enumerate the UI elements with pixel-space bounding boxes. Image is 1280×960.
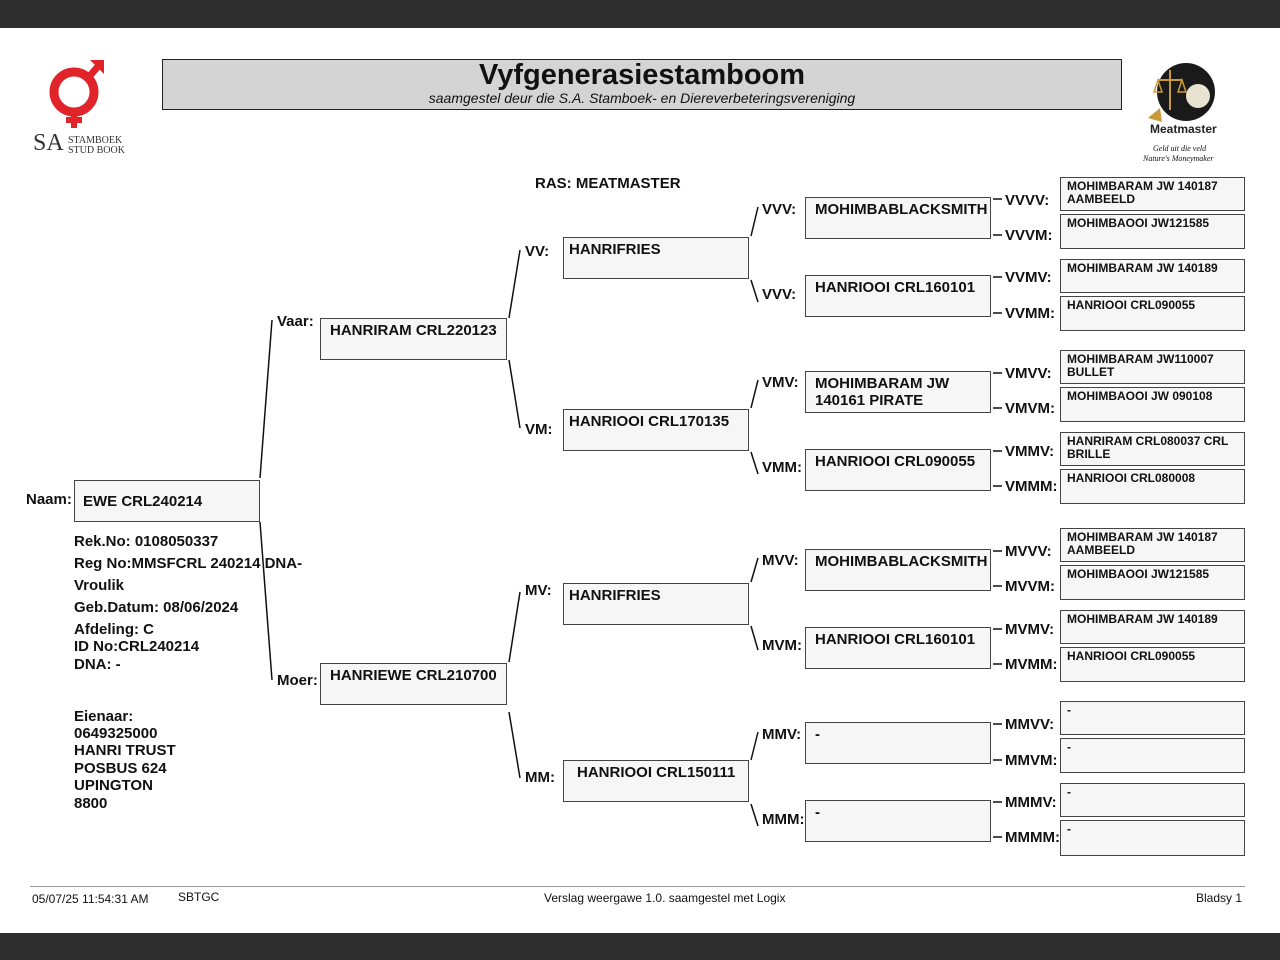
vmv-box: MOHIMBARAM JW 140161 PIRATE [805, 371, 991, 413]
mmmm-box: - [1060, 820, 1245, 856]
owner-address-2: UPINGTON [74, 777, 153, 794]
rek-no: Rek.No: 0108050337 [74, 533, 219, 550]
mvm-label: MVM: [762, 637, 802, 654]
afdeling: Afdeling: C [74, 621, 154, 638]
mvm-box: HANRIOOI CRL160101 [805, 627, 991, 669]
vvvm-label: VVVM: [1005, 227, 1053, 244]
footer-version: Verslag weergawe 1.0. saamgestel met Log… [544, 891, 786, 905]
mvvm-box: MOHIMBAOOI JW121585 [1060, 565, 1245, 600]
dna: DNA: - [74, 656, 121, 673]
sa-studbook-logo [32, 56, 132, 156]
owner-label: Eienaar: [74, 708, 134, 725]
vvv-label: VVV: [762, 201, 797, 218]
mmvm-label: MMVM: [1005, 752, 1058, 769]
birth-date: Geb.Datum: 08/06/2024 [74, 599, 239, 616]
sex: Vroulik [74, 577, 125, 594]
vmm-label: VMM: [762, 459, 802, 476]
vmv-label: VMV: [762, 374, 799, 391]
mv-label: MV: [525, 582, 552, 599]
mmmv-label: MMMV: [1005, 794, 1057, 811]
subject-animal-box: EWE CRL240214 [74, 480, 260, 522]
mmm-box: - [805, 800, 991, 842]
breed-label: RAS: MEATMASTER [535, 175, 681, 192]
vvvv-box: MOHIMBARAM JW 140187 AAMBEELD [1060, 177, 1245, 211]
meatmaster-brand: Meatmaster [1150, 122, 1217, 136]
vmmm-label: VMMM: [1005, 478, 1058, 495]
vvmm-label: VVMM: [1005, 305, 1055, 322]
viewer-bottom-bar [0, 933, 1280, 960]
vmmv-box: HANRIRAM CRL080037 CRL BRILLE [1060, 432, 1245, 466]
mmm-label: MMM: [762, 811, 805, 828]
report-title: Vyfgenerasiestamboom [478, 59, 806, 91]
id-no: ID No:CRL240214 [74, 638, 200, 655]
sa-logo-letters: SA [33, 130, 64, 156]
meatmaster-tagline-1: Geld uit die veld [1153, 144, 1207, 153]
vm-label: VM: [525, 421, 553, 438]
vvv-box: MOHIMBABLACKSMITH [805, 197, 991, 239]
mvvv-label: MVVV: [1005, 543, 1052, 560]
footer-timestamp: 05/07/25 11:54:31 AM [32, 892, 149, 906]
mvvv-box: MOHIMBARAM JW 140187 AAMBEELD [1060, 528, 1245, 562]
vm-box: HANRIOOI CRL170135 [563, 409, 749, 451]
vvmv-box: MOHIMBARAM JW 140189 [1060, 259, 1245, 293]
vmmm-box: HANRIOOI CRL080008 [1060, 469, 1245, 504]
vvm-box: HANRIOOI CRL160101 [805, 275, 991, 317]
mv-box: HANRIFRIES [563, 583, 749, 625]
vaar-box: HANRIRAM CRL220123 [320, 318, 507, 360]
mmvv-box: - [1060, 701, 1245, 735]
mvmm-label: MVMM: [1005, 656, 1058, 673]
moer-label: Moer: [277, 672, 318, 689]
vv-box: HANRIFRIES [563, 237, 749, 279]
footer-page-number: Bladsy 1 [1196, 891, 1243, 905]
footer-org: SBTGC [178, 890, 220, 904]
mmv-box: - [805, 722, 991, 764]
owner-address-1: POSBUS 624 [74, 760, 167, 777]
vvm-label: VVV: [762, 286, 797, 303]
mmvm-box: - [1060, 738, 1245, 773]
vvvm-box: MOHIMBAOOI JW121585 [1060, 214, 1245, 249]
mmmv-box: - [1060, 783, 1245, 817]
moer-box: HANRIEWE CRL210700 [320, 663, 507, 705]
meatmaster-logo [1140, 58, 1220, 168]
mvmv-label: MVMV: [1005, 621, 1055, 638]
vmvv-label: VMVV: [1005, 365, 1052, 382]
vvvv-label: VVVV: [1005, 192, 1050, 209]
mvvm-label: MVVM: [1005, 578, 1055, 595]
mm-box: HANRIOOI CRL150111 [563, 760, 749, 802]
sa-logo-line2: STUD BOOK [68, 145, 125, 156]
mvv-label: MVV: [762, 552, 799, 569]
report-title-box: Vyfgenerasiestamboom saamgestel deur die… [162, 59, 1122, 110]
vvmm-box: HANRIOOI CRL090055 [1060, 296, 1245, 331]
sa-logo-line1: STAMBOEK [68, 135, 123, 146]
footer-divider [30, 886, 1245, 887]
mmv-label: MMV: [762, 726, 802, 743]
vaar-label: Vaar: [277, 313, 314, 330]
owner-name: HANRI TRUST [74, 742, 176, 759]
owner-postal-code: 8800 [74, 795, 108, 812]
vv-label: VV: [525, 243, 550, 260]
vvmv-label: VVMV: [1005, 269, 1052, 286]
mvv-box: MOHIMBABLACKSMITH [805, 549, 991, 591]
vmvv-box: MOHIMBARAM JW110007 BULLET [1060, 350, 1245, 384]
reg-no: Reg No:MMSFCRL 240214 DNA- [74, 555, 303, 572]
mmvv-label: MMVV: [1005, 716, 1055, 733]
report-subtitle: saamgestel deur die S.A. Stamboek- en Di… [428, 90, 856, 106]
vmmv-label: VMMV: [1005, 443, 1055, 460]
owner-number: 0649325000 [74, 725, 158, 742]
meatmaster-tagline-2: Nature's Moneymaker [1143, 154, 1214, 163]
mm-label: MM: [525, 769, 555, 786]
naam-label: Naam: [26, 491, 72, 508]
mvmv-box: MOHIMBARAM JW 140189 [1060, 610, 1245, 644]
vmm-box: HANRIOOI CRL090055 [805, 449, 991, 491]
vmvm-box: MOHIMBAOOI JW 090108 [1060, 387, 1245, 422]
viewer-top-bar [0, 0, 1280, 28]
mvmm-box: HANRIOOI CRL090055 [1060, 647, 1245, 682]
mmmm-label: MMMM: [1005, 829, 1060, 846]
vmvm-label: VMVM: [1005, 400, 1055, 417]
